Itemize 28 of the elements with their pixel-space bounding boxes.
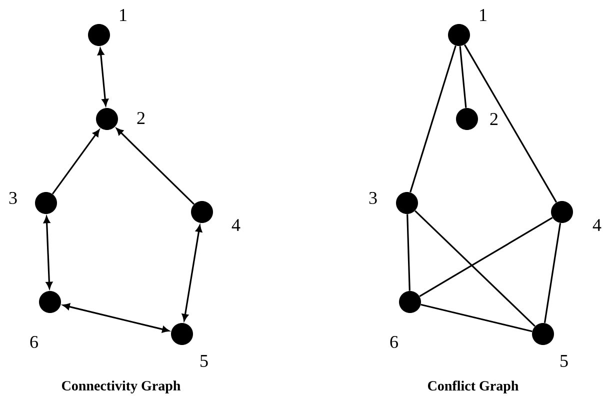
node-number: 6 (30, 336, 38, 348)
edge-line (464, 44, 558, 203)
node-number: 1 (480, 9, 486, 21)
graph-title: Connectivity Graph (62, 380, 180, 394)
node-number: 5 (200, 355, 208, 367)
node-number: 5 (560, 355, 568, 367)
node-number: 4 (232, 219, 240, 231)
node-number: 2 (490, 113, 498, 125)
arrow (52, 130, 100, 194)
node-number: 1 (120, 9, 126, 21)
node-number: 4 (592, 219, 602, 231)
edge-line (419, 217, 553, 297)
node-number: 3 (369, 192, 377, 204)
edge-line (414, 210, 536, 327)
edge-line (406, 214, 410, 291)
graph-title: Conflict Graph (428, 380, 518, 394)
edge-line (459, 46, 467, 108)
edge-line (410, 45, 456, 193)
arrow (116, 128, 195, 205)
node-number: 6 (390, 336, 398, 348)
arrow (182, 225, 202, 321)
arrow (44, 216, 52, 289)
edge-line (544, 222, 562, 324)
edge-line (420, 304, 532, 332)
node-number: 3 (9, 192, 17, 204)
node-number: 2 (137, 112, 145, 124)
arrow (98, 48, 108, 106)
arrow (62, 303, 170, 333)
